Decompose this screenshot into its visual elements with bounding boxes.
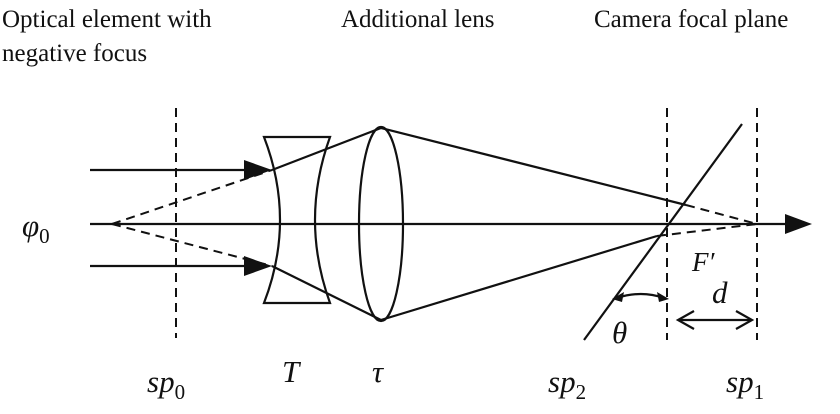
phi0-label: φ0	[22, 208, 50, 248]
converging-ray-upper	[380, 126, 687, 207]
optical-element-label-line2: negative focus	[2, 40, 147, 67]
converging-ray-lower	[380, 234, 658, 322]
additional-lens-label: Additional lens	[341, 6, 494, 33]
negative-lens-T	[262, 135, 332, 305]
converging-ray-lower-extension	[656, 223, 758, 237]
tilted-focal-plane	[583, 123, 743, 341]
incoming-ray-upper-arrowhead	[244, 160, 272, 180]
sp1-label: sp1	[726, 364, 764, 404]
distance-d-right-arrowhead	[735, 310, 755, 330]
sp2-label: sp2	[548, 364, 586, 404]
theta-label: θ	[612, 315, 627, 350]
converging-ray-upper-extension	[685, 204, 758, 225]
theta-arc-right-arrowhead	[657, 292, 669, 302]
virtual-ray-upper	[111, 169, 273, 225]
optical-element-label-line1: Optical element with	[2, 6, 212, 33]
positive-lens-tau	[357, 125, 405, 323]
camera-focal-plane-label: Camera focal plane	[594, 6, 788, 33]
theta-arc-left-arrowhead	[612, 292, 624, 302]
distance-d-left-arrowhead	[675, 310, 695, 330]
d-label: d	[712, 275, 728, 310]
virtual-ray-lower	[111, 223, 273, 267]
optical-axis-arrowhead	[785, 214, 812, 234]
diverging-ray-upper	[271, 126, 382, 172]
diverging-ray-lower	[271, 265, 382, 321]
sp0-label: sp0	[147, 364, 185, 404]
theta-angle-arc	[616, 292, 665, 300]
F-prime-label: F′	[691, 247, 715, 277]
tau-label: τ	[372, 354, 385, 389]
T-label: T	[282, 354, 302, 389]
